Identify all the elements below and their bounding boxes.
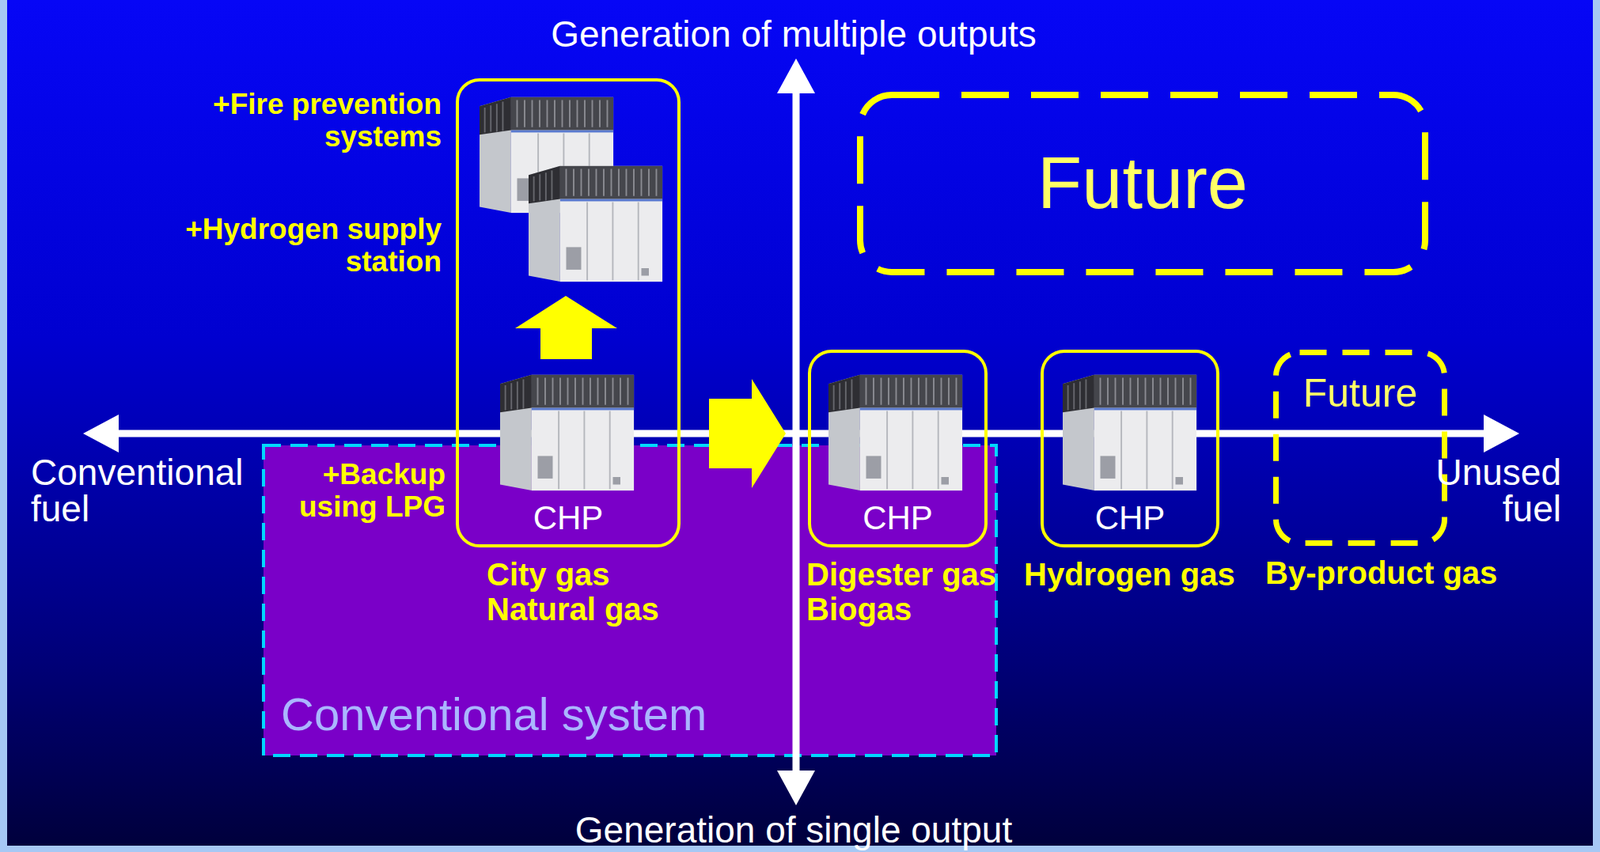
axis-label: Generation of multiple outputs [550, 14, 1037, 55]
chp-box: CHPHydrogen gas [1040, 349, 1220, 548]
axes [83, 58, 1520, 806]
axis-label: Generation of single output [575, 811, 1013, 849]
box-text: CHP [533, 500, 604, 537]
box-text: Future [1037, 143, 1248, 224]
box-text: CHP [862, 500, 933, 537]
box-border [457, 79, 679, 546]
chp-box: CHPDigester gas Biogas [807, 349, 988, 548]
feature-label: +Backup using LPG [271, 458, 446, 524]
upgrade-arrow [515, 295, 618, 360]
box-border [1042, 351, 1218, 546]
axis-arrowhead [1483, 414, 1520, 453]
box-text: CHP [1095, 500, 1166, 537]
axis-label: Conventional fuel [30, 454, 269, 528]
future-box: FutureBy-product gas [1273, 349, 1448, 546]
axis-arrowhead [777, 770, 816, 806]
feature-label: +Fire prevention systems [125, 88, 442, 153]
axis-arrowhead [777, 58, 816, 94]
box-heading: Hydrogen gas [1023, 557, 1236, 592]
box-heading: By-product gas [1265, 555, 1498, 591]
box-heading: Digester gas Biogas [806, 557, 1036, 627]
box-outline [455, 78, 681, 548]
box-border [809, 351, 986, 546]
axis-label: Unused fuel [1418, 454, 1562, 528]
chp-box: CHPCity gas Natural gas [455, 78, 681, 548]
box-heading: City gas Natural gas [486, 557, 693, 627]
horizontal-axis [114, 430, 1488, 438]
chp-unit-picture [479, 97, 614, 213]
future-box: Future [856, 91, 1429, 276]
box-border [1276, 352, 1445, 544]
chp-unit-picture [528, 166, 663, 282]
chp-unit-picture [1062, 375, 1197, 491]
box-text: Conventional system [280, 689, 707, 740]
box-border [860, 94, 1426, 273]
axis-arrowhead [83, 414, 119, 453]
box-text: Future [1303, 371, 1419, 416]
feature-label: +Hydrogen supply station [125, 213, 442, 278]
